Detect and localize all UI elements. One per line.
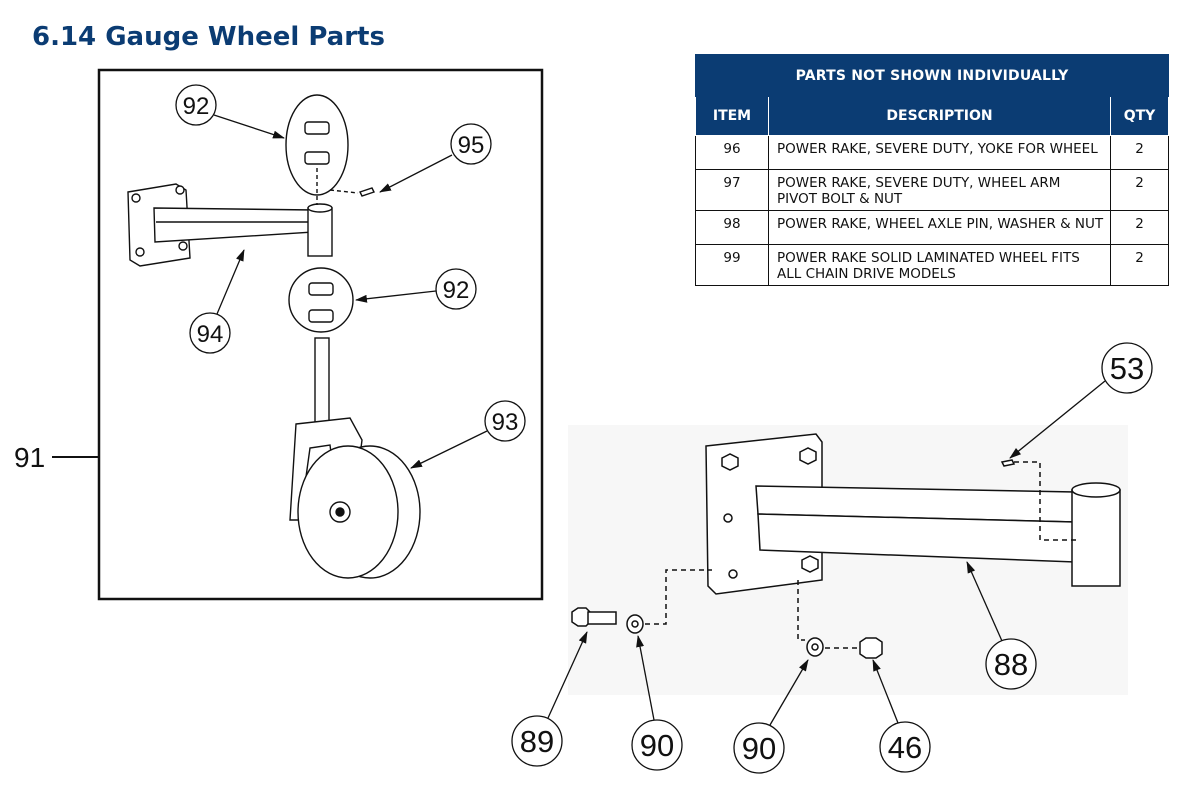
table-row: 98 POWER RAKE, WHEEL AXLE PIN, WASHER & … (695, 210, 1169, 245)
svg-text:94: 94 (197, 321, 224, 348)
item-qty: 2 (1110, 210, 1169, 245)
callout-92-lower: 92 (355, 268, 477, 310)
svg-text:92: 92 (443, 277, 470, 304)
lower-bushing-illustration (288, 267, 354, 333)
item-number: 98 (695, 210, 769, 245)
arm-diagram: 53 88 89 90 90 46 (511, 342, 1153, 774)
table-row: 99 POWER RAKE SOLID LAMINATED WHEEL FITS… (695, 244, 1169, 286)
callout-94: 94 (189, 249, 245, 354)
column-header-description: DESCRIPTION (768, 96, 1111, 136)
item-qty: 2 (1110, 135, 1169, 170)
callout-46: 46 (872, 659, 931, 773)
item-description: POWER RAKE SOLID LAMINATED WHEEL FITS AL… (768, 244, 1111, 286)
svg-text:89: 89 (520, 724, 554, 759)
item-qty: 2 (1110, 244, 1169, 286)
svg-text:88: 88 (994, 647, 1028, 682)
item-description: POWER RAKE, SEVERE DUTY, WHEEL ARM PIVOT… (768, 169, 1111, 211)
assembly-ref-label: 91 (14, 442, 45, 473)
column-header-item: ITEM (695, 96, 769, 136)
wheel-arm-illustration (127, 183, 333, 267)
arm-illustration (705, 433, 1121, 595)
svg-text:93: 93 (492, 409, 519, 436)
callout-53: 53 (1009, 342, 1153, 459)
svg-text:90: 90 (742, 731, 776, 766)
svg-text:53: 53 (1110, 351, 1144, 386)
table-row: 96 POWER RAKE, SEVERE DUTY, YOKE FOR WHE… (695, 135, 1169, 170)
column-header-qty: QTY (1110, 96, 1169, 136)
callout-89: 89 (511, 631, 588, 767)
svg-text:90: 90 (640, 728, 674, 763)
callout-92-upper: 92 (175, 84, 285, 139)
hardware-illustration (571, 569, 883, 659)
item-number: 97 (695, 169, 769, 211)
item-number: 99 (695, 244, 769, 286)
item-description: POWER RAKE, WHEEL AXLE PIN, WASHER & NUT (768, 210, 1111, 245)
svg-text:92: 92 (183, 93, 210, 120)
item-qty: 2 (1110, 169, 1169, 211)
parts-table: PARTS NOT SHOWN INDIVIDUALLY ITEM DESCRI… (695, 54, 1169, 286)
page-title: 6.14 Gauge Wheel Parts (32, 22, 385, 52)
svg-text:46: 46 (888, 730, 922, 765)
svg-text:95: 95 (458, 132, 485, 159)
assembly-frame (97, 68, 544, 601)
item-description: POWER RAKE, SEVERE DUTY, YOKE FOR WHEEL (768, 135, 1111, 170)
callout-90-left: 90 (631, 635, 683, 771)
callout-88: 88 (966, 561, 1037, 690)
gauge-wheel-illustration (289, 337, 421, 579)
callout-93: 93 (410, 400, 526, 469)
item-number: 96 (695, 135, 769, 170)
callout-95: 95 (379, 123, 492, 193)
assembly-diagram: 91 (14, 68, 544, 601)
table-row: 97 POWER RAKE, SEVERE DUTY, WHEEL ARM PI… (695, 169, 1169, 211)
callout-90-right: 90 (733, 659, 809, 774)
parts-table-caption: PARTS NOT SHOWN INDIVIDUALLY (695, 54, 1169, 97)
upper-bushing-illustration (285, 94, 375, 205)
